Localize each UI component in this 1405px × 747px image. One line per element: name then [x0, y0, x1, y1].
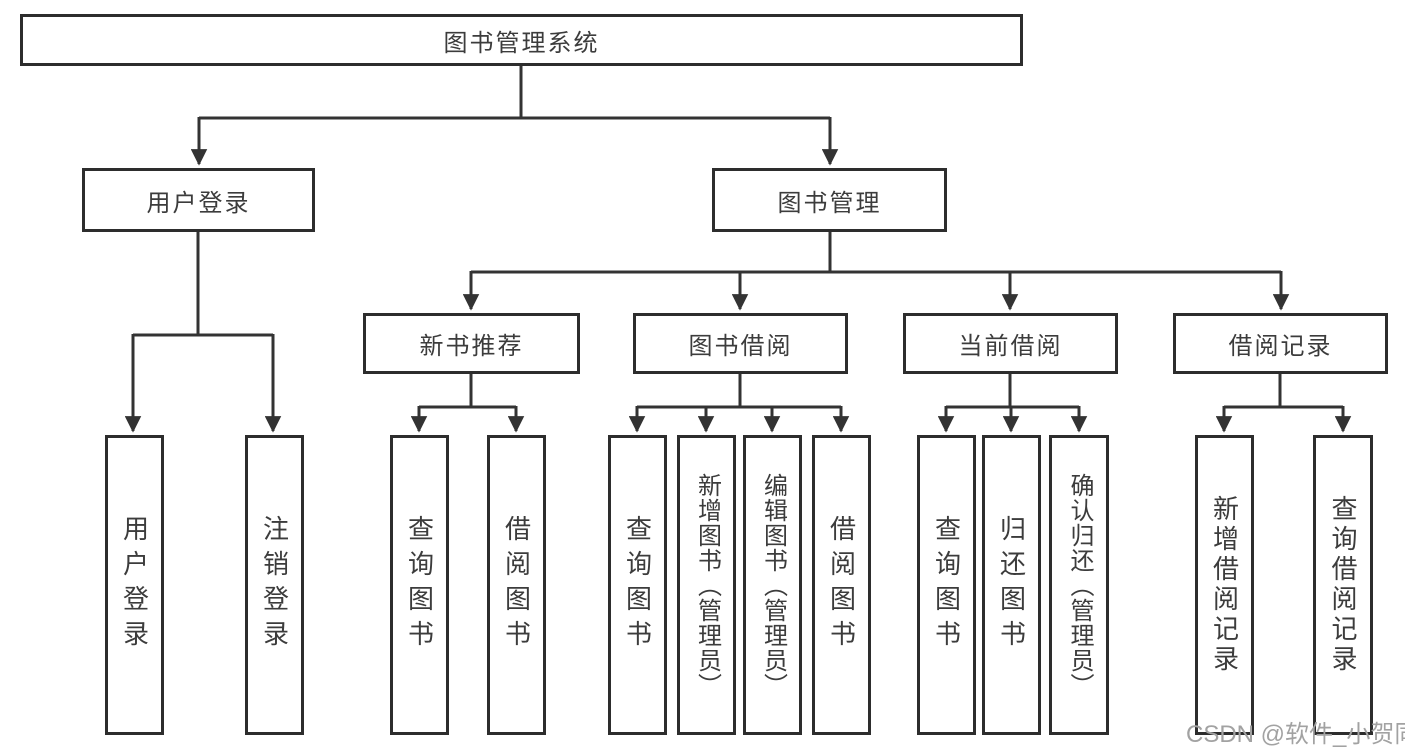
node-label: 归还图书	[996, 515, 1027, 655]
leaf-edit-books-admin: 编辑图书（管理员）	[743, 435, 802, 735]
leaf-borrow-books-borrowing: 借阅图书	[812, 435, 871, 735]
leaf-logout: 注销登录	[245, 435, 304, 735]
leaf-confirm-return-admin: 确认归还（管理员）	[1049, 435, 1109, 735]
node-label: 新增图书（管理员）	[693, 472, 721, 698]
node-label: 用户登录	[119, 515, 150, 655]
leaf-add-borrow-record: 新增借阅记录	[1195, 435, 1254, 735]
node-label: 查询借阅记录	[1328, 495, 1358, 675]
node-label: 确认归还（管理员）	[1066, 472, 1093, 698]
node-label: 查询图书	[931, 515, 962, 655]
node-label: 查询图书	[622, 515, 653, 655]
leaf-borrow-books-recommend: 借阅图书	[487, 435, 546, 735]
leaf-query-books-recommend: 查询图书	[390, 435, 449, 735]
csdn-watermark: CSDN @软件_小贺同学	[1186, 721, 1405, 747]
node-label: 当前借阅	[958, 333, 1063, 360]
node-label: 借阅图书	[826, 515, 857, 655]
leaf-return-books: 归还图书	[982, 435, 1041, 735]
node-label: 图书借阅	[688, 333, 793, 360]
leaf-user-login: 用户登录	[105, 435, 164, 735]
node-label: 用户登录	[146, 189, 251, 217]
node-label: 编辑图书（管理员）	[759, 472, 787, 698]
node-label: 注销登录	[259, 515, 290, 655]
leaf-add-books-admin: 新增图书（管理员）	[677, 435, 736, 735]
node-label: 查询图书	[404, 515, 435, 655]
node-book-management: 图书管理	[712, 168, 947, 232]
node-book-borrowing: 图书借阅	[633, 313, 848, 374]
node-label: 图书管理	[777, 189, 882, 217]
node-user-login: 用户登录	[82, 168, 315, 232]
node-label: 图书管理系统	[443, 29, 600, 57]
leaf-query-books-current: 查询图书	[917, 435, 976, 735]
node-borrowing-records: 借阅记录	[1173, 313, 1388, 374]
node-label: 新增借阅记录	[1209, 495, 1240, 675]
leaf-query-borrow-record: 查询借阅记录	[1313, 435, 1373, 735]
node-library-management-system: 图书管理系统	[20, 14, 1023, 66]
leaf-query-books-borrowing: 查询图书	[608, 435, 667, 735]
node-label: 借阅记录	[1228, 333, 1333, 360]
node-label: 新书推荐	[419, 333, 524, 360]
node-current-borrowing: 当前借阅	[903, 313, 1118, 374]
node-label: 借阅图书	[501, 515, 532, 655]
node-new-book-recommendation: 新书推荐	[363, 313, 580, 374]
